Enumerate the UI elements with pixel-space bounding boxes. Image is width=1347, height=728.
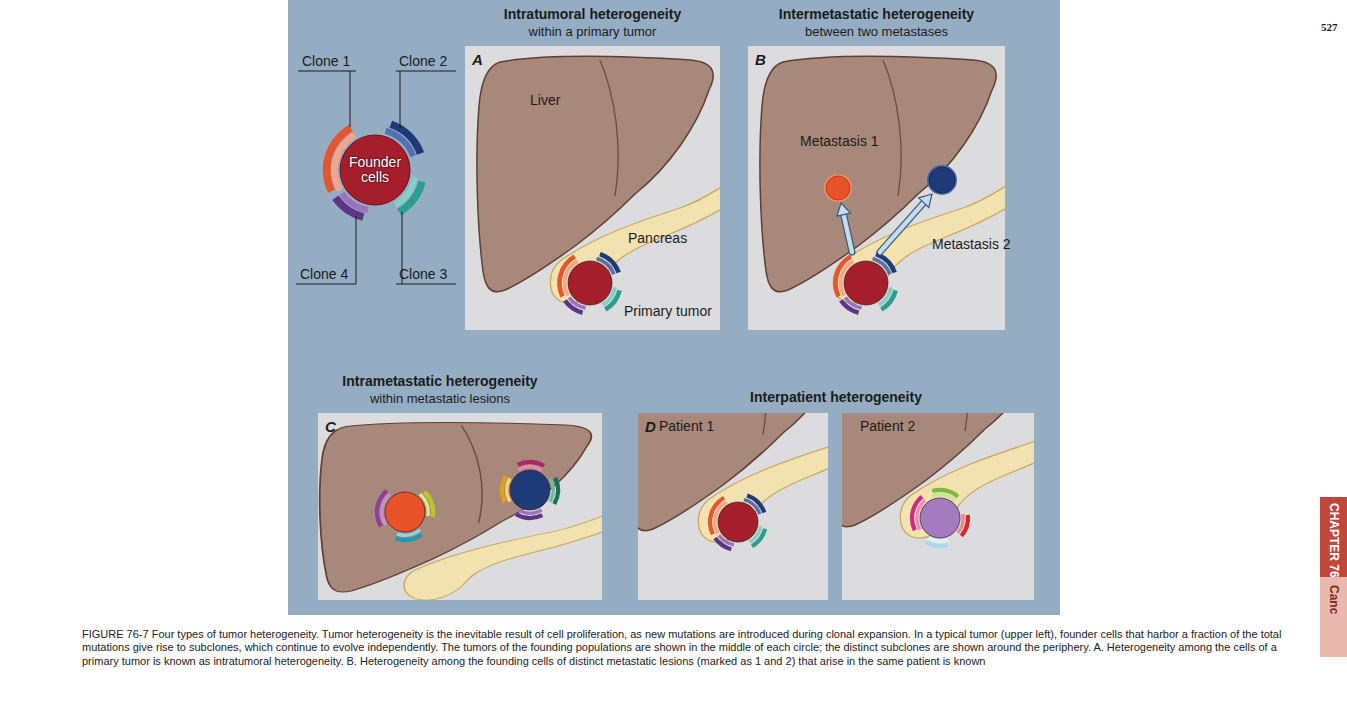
founder-label: Founder cells bbox=[339, 134, 411, 206]
leader-line bbox=[356, 216, 357, 284]
chapter-tab bbox=[1320, 577, 1347, 657]
patient-label: Patient 1 bbox=[659, 418, 714, 434]
label-underline bbox=[296, 284, 356, 285]
organ-label: Liver bbox=[530, 92, 560, 108]
panel-heading: Intrametastatic heterogeneity bbox=[290, 373, 590, 389]
panel-subheading: between two metastases bbox=[728, 24, 1025, 39]
panel-subheading: within a primary tumor bbox=[445, 24, 740, 39]
figure-caption: FIGURE 76-7 Four types of tumor heteroge… bbox=[82, 628, 1314, 668]
panel-box: Intermetastatic heterogeneitybetween two… bbox=[748, 46, 1005, 330]
panel-letter: B bbox=[755, 51, 766, 68]
panel-heading: Intratumoral heterogeneity bbox=[445, 6, 740, 22]
tumor-label: Metastasis 2 bbox=[932, 236, 1011, 252]
clone-label: Clone 4 bbox=[300, 266, 348, 282]
chapter-tab bbox=[1320, 497, 1347, 577]
label-underline bbox=[396, 71, 456, 72]
founder-core bbox=[340, 135, 410, 205]
panel-box: Patient 2 bbox=[842, 413, 1034, 600]
page-number: 527 bbox=[1321, 21, 1338, 33]
tumor-label: Metastasis 1 bbox=[800, 133, 879, 149]
tumor-ring bbox=[323, 121, 426, 221]
founder-circle: Founder cells bbox=[339, 134, 411, 206]
panel-box: Intrametastatic heterogeneitywithin meta… bbox=[318, 413, 602, 600]
leader-line bbox=[400, 71, 401, 128]
chapter-tab-label: CHAPTER 76 bbox=[1327, 503, 1341, 578]
clone-label: Clone 2 bbox=[399, 53, 447, 69]
chapter-tab-label: Canc bbox=[1327, 585, 1341, 614]
panel-heading: Interpatient heterogeneity bbox=[736, 389, 936, 405]
label-underline bbox=[298, 71, 356, 72]
panel-letter: C bbox=[325, 418, 336, 435]
panel-subheading: within metastatic lesions bbox=[290, 391, 590, 406]
panel-letter: A bbox=[472, 51, 483, 68]
leader-line bbox=[350, 71, 351, 127]
panel-letter: D bbox=[645, 418, 656, 435]
patient-label: Patient 2 bbox=[860, 418, 915, 434]
clone-label: Clone 3 bbox=[399, 266, 447, 282]
panel-heading: Intermetastatic heterogeneity bbox=[728, 6, 1025, 22]
panel-box: Intratumoral heterogeneitywithin a prima… bbox=[465, 46, 720, 330]
panel-box: DPatient 1 bbox=[638, 413, 828, 600]
organ-label: Pancreas bbox=[628, 230, 687, 246]
clone-label: Clone 1 bbox=[302, 53, 350, 69]
tumor-label: Primary tumor bbox=[624, 303, 712, 319]
label-underline bbox=[396, 284, 456, 285]
